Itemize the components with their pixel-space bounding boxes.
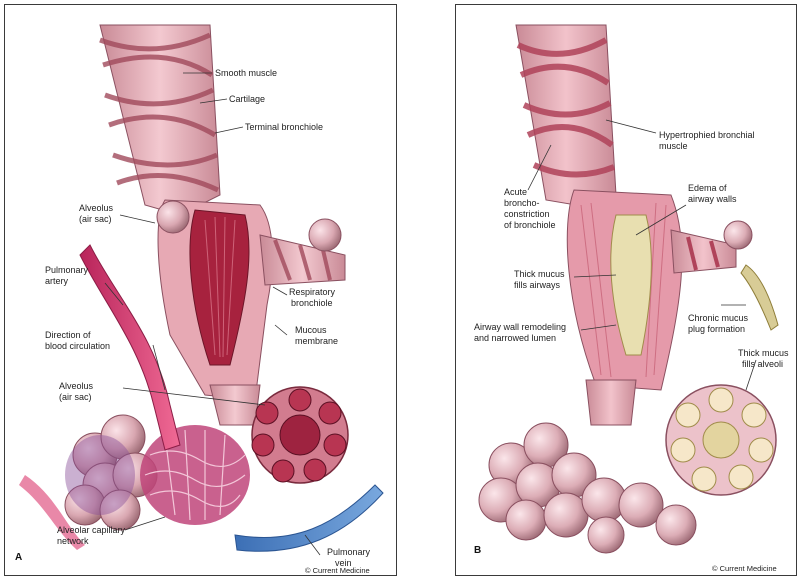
label-edema-2: airway walls (688, 194, 737, 204)
label-direction-1: Direction of (45, 330, 91, 340)
label-acute-2: broncho- (504, 198, 540, 208)
panel-b-letter: B (474, 545, 481, 556)
label-hypertrophied-2: muscle (659, 141, 688, 151)
label-mucous-membrane-2: membrane (295, 336, 338, 346)
alveolar-capillary-network (65, 425, 250, 525)
label-thick-mucus-alveoli-1: Thick mucus (738, 348, 789, 358)
label-acute-3: constriction (504, 209, 550, 219)
label-pulmonary-artery-1: Pulmonary (45, 265, 89, 275)
panel-a-letter: A (15, 552, 22, 563)
label-alveolus-top: Alveolus (79, 203, 114, 213)
label-alveolar-capillary-1: Alveolar capillary (57, 525, 126, 535)
label-chronic-plug-2: plug formation (688, 324, 745, 334)
label-remodeling-2: and narrowed lumen (474, 333, 556, 343)
label-smooth-muscle: Smooth muscle (215, 68, 277, 78)
label-alveolus-top-air-sac: (air sac) (79, 214, 112, 224)
label-alveolar-capillary-2: network (57, 536, 89, 546)
alveoli-cluster (479, 423, 696, 553)
label-respiratory-bronchiole-1: Respiratory (289, 287, 336, 297)
sectioned-alveolus (252, 376, 348, 483)
label-alveolus-lower: Alveolus (59, 381, 94, 391)
label-alveolus-lower-air-sac: (air sac) (59, 392, 92, 402)
label-edema-1: Edema of (688, 183, 727, 193)
mucus-filled-alveolus (666, 385, 776, 495)
panel-b-copyright: © Current Medicine (712, 564, 777, 573)
label-respiratory-bronchiole-2: bronchiole (291, 298, 333, 308)
panel-a-copyright: © Current Medicine (305, 566, 370, 575)
label-pulmonary-artery-2: artery (45, 276, 69, 286)
label-thick-mucus-alveoli-2: fills alveoli (742, 359, 783, 369)
label-pulmonary-vein-1: Pulmonary (327, 547, 371, 557)
label-thick-mucus-airways-2: fills airways (514, 280, 561, 290)
constricted-bronchiole-tube (516, 25, 616, 205)
label-hypertrophied-1: Hypertrophied bronchial (659, 130, 755, 140)
label-remodeling-1: Airway wall remodeling (474, 322, 566, 332)
panel-b-illustration: Hypertrophied bronchial muscle Acute bro… (456, 5, 796, 575)
terminal-bronchiole-tube (100, 25, 220, 215)
label-direction-2: blood circulation (45, 341, 110, 351)
label-acute-1: Acute (504, 187, 527, 197)
label-mucous-membrane-1: Mucous (295, 325, 327, 335)
label-cartilage: Cartilage (229, 94, 265, 104)
label-chronic-plug-1: Chronic mucus (688, 313, 749, 323)
label-acute-4: of bronchiole (504, 220, 556, 230)
label-thick-mucus-airways-1: Thick mucus (514, 269, 565, 279)
panel-a-normal-airway: Smooth muscle Cartilage Terminal bronchi… (4, 4, 397, 576)
panel-a-illustration: Smooth muscle Cartilage Terminal bronchi… (5, 5, 396, 575)
panel-b-asthmatic-airway: Hypertrophied bronchial muscle Acute bro… (455, 4, 797, 576)
label-terminal-bronchiole: Terminal bronchiole (245, 122, 323, 132)
